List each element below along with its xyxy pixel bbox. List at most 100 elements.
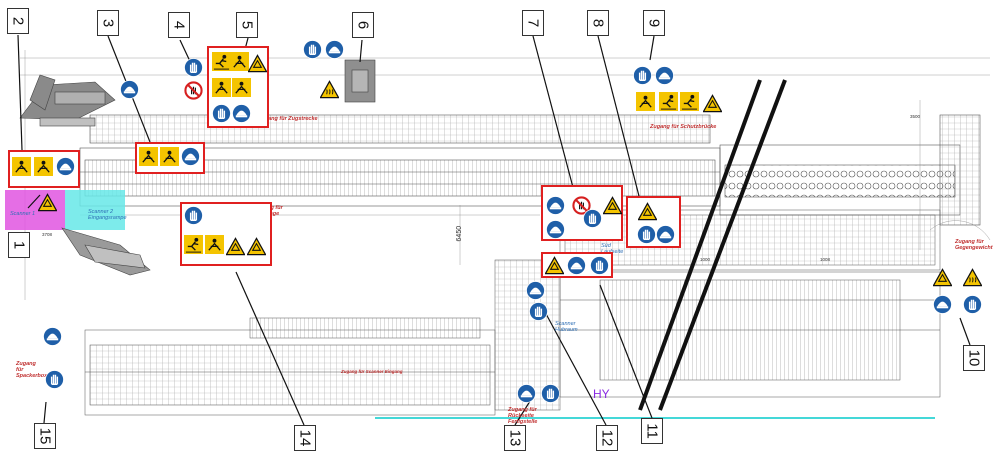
crush-hazard-icon	[139, 147, 158, 166]
mandatory-helmet-icon	[120, 80, 139, 99]
crush-hazard-icon	[230, 52, 249, 71]
mandatory-gloves-icon	[963, 295, 982, 314]
label-hy: HY	[593, 387, 610, 401]
crush-hazard-icon	[205, 235, 224, 254]
crush-hazard-icon	[34, 157, 53, 176]
prohibition-hand-icon	[572, 196, 591, 215]
crush-hazard-icon	[232, 78, 251, 97]
label-sud-laufseite: Süd Laufseite	[601, 243, 623, 254]
callout-number: 4	[170, 20, 188, 30]
callout-number: 14	[296, 429, 314, 447]
dimension-1000: 1000	[700, 257, 711, 262]
warning-sign-icon	[932, 268, 953, 287]
callout-number: 9	[645, 18, 663, 28]
mandatory-gloves-icon	[45, 370, 64, 389]
callout-number: 12	[598, 429, 616, 447]
mandatory-helmet-icon	[546, 220, 565, 239]
callout-9: 9	[643, 10, 665, 36]
mandatory-gloves-icon	[184, 58, 203, 77]
callout-number: 11	[643, 423, 661, 439]
callout-14: 14	[294, 425, 316, 451]
mandatory-helmet-icon	[933, 295, 952, 314]
crush-hazard-icon	[12, 157, 31, 176]
warning-sign-icon	[247, 54, 268, 73]
callout-number: 1	[10, 240, 28, 250]
mandatory-gloves-icon	[590, 256, 609, 275]
slip-hazard-icon	[184, 235, 203, 254]
callout-11: 11	[641, 418, 663, 444]
warning-sign-icon	[702, 94, 723, 113]
break-line-2	[658, 79, 787, 411]
crush-hazard-icon	[636, 92, 655, 111]
callout-number: 3	[99, 18, 117, 28]
slip-hazard-icon	[680, 92, 699, 111]
warning-sign-icon	[225, 237, 246, 256]
warning-sign-icon	[544, 256, 565, 275]
callout-number: 10	[965, 349, 983, 367]
mandatory-helmet-icon	[56, 157, 75, 176]
mandatory-gloves-icon	[633, 66, 652, 85]
warning-sign-icon	[602, 196, 623, 215]
dimension-6450: 6450	[456, 225, 464, 242]
warning-sign-icon	[246, 237, 267, 256]
robot-upper	[19, 74, 116, 127]
label-zugang-spuckerbox: Zugang für Spackerbox	[16, 361, 48, 379]
dimension-1008: 1008	[820, 257, 831, 262]
callout-number: 6	[354, 20, 372, 30]
mandatory-helmet-icon	[232, 104, 251, 123]
callout-number: 7	[524, 18, 542, 28]
callout-2: 2	[7, 8, 29, 34]
callout-12: 12	[596, 425, 618, 451]
mandatory-gloves-icon	[637, 225, 656, 244]
mandatory-gloves-icon	[541, 384, 560, 403]
crush-hazard-icon	[160, 147, 179, 166]
mandatory-helmet-icon	[655, 66, 674, 85]
mandatory-helmet-icon	[181, 147, 200, 166]
label-zugang-scanner: Zugang für Scanner Eingang	[341, 369, 403, 374]
callout-4: 4	[168, 12, 190, 38]
callout-7: 7	[522, 10, 544, 36]
warning-sign-icon	[637, 202, 658, 221]
mandatory-helmet-icon	[546, 196, 565, 215]
dimension-3708: 3708	[42, 232, 53, 237]
main-line	[79, 114, 981, 226]
callout-6: 6	[352, 12, 374, 38]
slip-hazard-icon	[659, 92, 678, 111]
break-line-1	[638, 79, 762, 411]
callout-13: 13	[504, 425, 526, 451]
mandatory-helmet-icon	[43, 327, 62, 346]
clamp-device	[344, 59, 376, 103]
label-zugang-zugstrecke: Zugang für Zugstrecke	[258, 116, 318, 122]
hot-surface-icon	[319, 80, 340, 99]
callout-number: 2	[9, 16, 27, 26]
dimension-3500: 3500	[910, 114, 921, 119]
callout-10: 10	[963, 345, 985, 371]
mandatory-helmet-icon	[526, 281, 545, 300]
crush-hazard-icon	[212, 78, 231, 97]
hot-surface-icon	[962, 268, 983, 287]
label-scanner-1: Scanner 1	[10, 211, 36, 217]
mandatory-helmet-icon	[325, 40, 344, 59]
warning-sign-icon	[37, 193, 58, 212]
callout-15: 15	[34, 423, 56, 449]
callout-8: 8	[587, 10, 609, 36]
callout-1: 1	[8, 232, 30, 258]
mandatory-gloves-icon	[184, 206, 203, 225]
callout-number: 8	[589, 18, 607, 28]
label-zugang-schutzbrucke: Zugang für Schutzbrücke	[650, 124, 717, 130]
callout-number: 5	[238, 20, 256, 30]
right-lower-structure	[494, 209, 941, 411]
label-scanner-hubraum: Scanner Hubraum	[555, 321, 578, 333]
scanner-zone-2	[65, 190, 125, 230]
leader-lines	[17, 34, 971, 426]
robot-lower	[61, 227, 151, 276]
callout-number: 13	[506, 429, 524, 447]
mandatory-helmet-icon	[517, 384, 536, 403]
callout-5: 5	[236, 12, 258, 38]
label-scanner-2: Scanner 2 Eingangsrampe	[88, 209, 127, 221]
prohibition-hand-icon	[184, 81, 203, 100]
callout-number: 15	[36, 427, 54, 445]
label-zugang-gegengewicht: Zugang für Gegengewicht	[955, 239, 993, 251]
